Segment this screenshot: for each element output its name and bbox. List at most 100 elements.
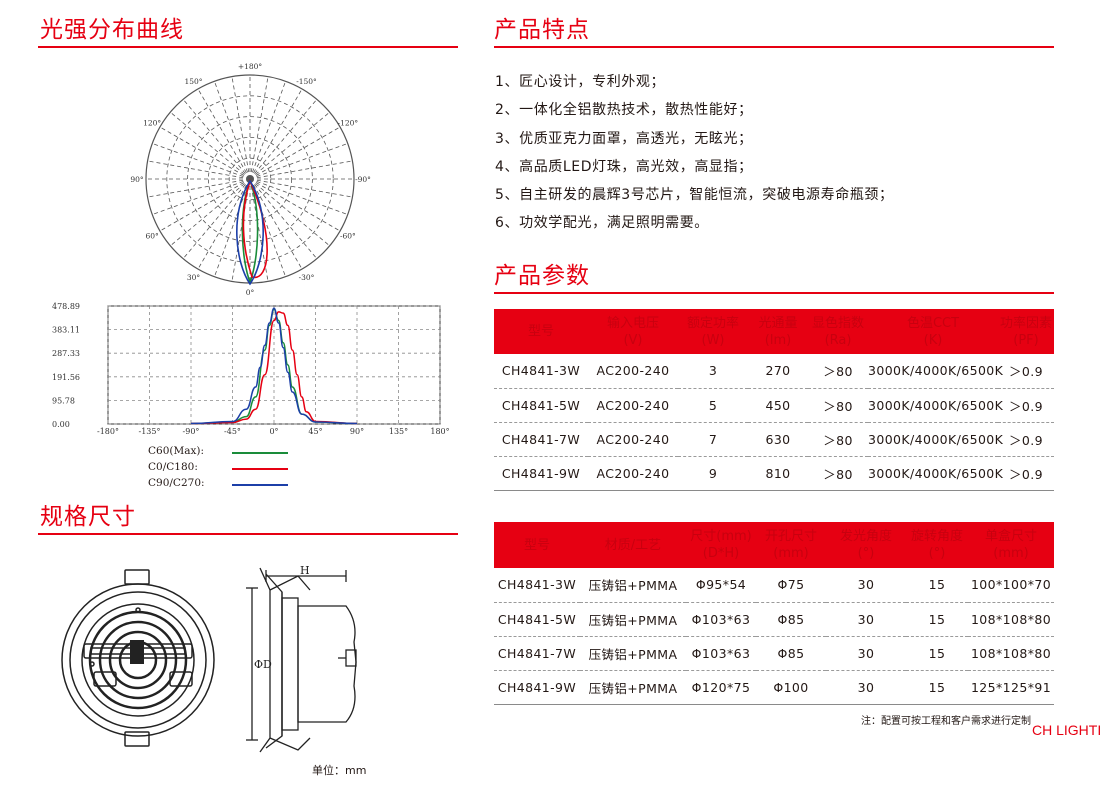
chart-y-tick-label: 383.11 <box>52 326 80 335</box>
polar-ring <box>187 116 313 242</box>
polar-spoke <box>197 178 251 270</box>
polar-spoke <box>231 178 251 282</box>
dims-header-text: 材质/工艺 <box>604 537 662 553</box>
dims-header-text: (D*H) <box>702 546 740 561</box>
feature-list: 1、匠心设计，专利外观； 2、一体化全铝散热技术，散热性能好； 3、优质亚克力面… <box>495 68 1085 238</box>
table-cell: AC200-240 <box>588 456 678 491</box>
table-cell: Φ103*63 <box>686 602 756 637</box>
table-cell: 100*100*70 <box>968 568 1054 603</box>
table-cell: 压铸铝+PMMA <box>580 636 686 671</box>
polar-ring <box>228 157 272 201</box>
polar-angle-label: -120° <box>338 119 359 128</box>
chart-series-line-1 <box>190 311 358 425</box>
polar-angle-label: -150° <box>296 77 317 86</box>
feature-item: 5、自主研发的晨辉3号芯片，智能恒流，突破电源寿命瓶颈； <box>495 187 894 204</box>
polar-spoke <box>159 126 251 180</box>
dims-header-text: 发光角度 <box>839 529 892 544</box>
dims-header-text: 尺寸(mm) <box>690 529 752 544</box>
table-cell: 810 <box>748 456 808 491</box>
customization-note: 注：配置可按工程和客户需求进行定制 <box>861 716 1031 727</box>
polar-spoke <box>170 178 251 247</box>
polar-spoke <box>249 81 286 180</box>
legend-swatch-c90 <box>232 484 288 486</box>
table-cell: 108*108*80 <box>968 602 1054 637</box>
dims-header-cell: 旋转角度 (°) <box>906 522 968 568</box>
params-header-text: 额定功率 <box>686 315 739 331</box>
outer-ring <box>61 583 215 737</box>
table-cell: CH4841-3W <box>494 568 580 603</box>
polar-spoke <box>249 126 341 180</box>
table-cell: ＞80 <box>808 422 868 457</box>
table-cell: ＞80 <box>808 354 868 389</box>
params-header-cell: 额定功率(W) <box>678 309 748 354</box>
feature-item: 3、优质亚克力面罩，高透光，无眩光； <box>495 130 753 147</box>
dims-header-text: (mm) <box>993 546 1029 561</box>
table-cell: 15 <box>906 670 968 705</box>
polar-spoke <box>159 178 251 232</box>
polar-spoke <box>152 178 251 215</box>
params-header-text: (K) <box>923 332 943 348</box>
params-header-text: (Ra) <box>824 332 852 348</box>
polar-ring <box>166 95 334 263</box>
table-cell: 15 <box>906 636 968 671</box>
table-cell: AC200-240 <box>588 354 678 389</box>
table-cell: 3000K/4000K/6500K <box>868 388 1003 423</box>
feature-item: 6、功效学配光，满足照明需要。 <box>495 215 709 232</box>
params-header-text: 光通量 <box>758 315 798 331</box>
params-table-header: 型号输入电压(V)额定功率(W)光通量(lm)显色指数(Ra)色温CCT(K)功… <box>494 309 1054 354</box>
table-cell: 压铸铝+PMMA <box>580 568 686 603</box>
params-header-text: 输入电压 <box>606 315 659 331</box>
section-title-dims: 规格尺寸 <box>40 504 136 530</box>
legend-label-c0: C0/C180: <box>148 461 198 473</box>
polar-spoke <box>182 99 251 180</box>
polar-spoke <box>249 143 348 180</box>
table-cell: Φ85 <box>756 602 826 637</box>
polar-angle-label: -90° <box>355 175 371 184</box>
params-header-text: 型号 <box>527 324 554 339</box>
chart-y-tick-label: 0.00 <box>52 420 70 429</box>
params-header-cell: 色温CCT(K) <box>868 309 998 354</box>
polar-angle-label: 120° <box>143 119 161 128</box>
table-cell: CH4841-7W <box>494 422 588 457</box>
dims-header-text: (mm) <box>773 546 809 561</box>
front-view-drawing <box>61 569 215 747</box>
table-cell: 30 <box>826 636 906 671</box>
polar-spoke <box>249 178 348 215</box>
table-cell: 30 <box>826 602 906 637</box>
chart-x-tick-label: 45° <box>308 427 322 436</box>
table-cell: Φ75 <box>756 568 826 603</box>
legend-label-c90: C90/C270: <box>148 477 205 489</box>
dims-header-cell: 发光角度 (°) <box>826 522 906 568</box>
polar-spoke <box>249 178 303 270</box>
dims-header-cell: 型号 <box>494 522 580 568</box>
dims-header-text: 型号 <box>523 537 550 553</box>
chart-x-tick-labels: -180°-135°-90°-45°0°45°90°135°180° <box>97 427 450 436</box>
dims-header-cell: 材质/工艺 <box>580 522 686 568</box>
polar-curves <box>236 178 268 286</box>
dims-header-text: (°) <box>928 546 946 561</box>
table-cell: CH4841-9W <box>494 670 580 705</box>
section-rule-features <box>494 46 1054 48</box>
dims-header-cell: 尺寸(mm) (D*H) <box>686 522 756 568</box>
polar-angle-label: 30° <box>187 273 201 282</box>
params-header-cell: 型号 <box>494 309 588 354</box>
polar-spoke <box>249 99 318 180</box>
dims-table: 型号材质/工艺尺寸(mm)(D*H)开孔尺寸(mm)发光角度(°)旋转角度(°)… <box>494 522 1054 705</box>
table-cell: 3000K/4000K/6500K <box>868 354 1003 389</box>
dims-header-text: 旋转角度 <box>910 529 963 544</box>
polar-spoke <box>170 111 251 180</box>
chart-x-tick-label: -90° <box>183 427 200 436</box>
polar-angle-label: -60° <box>340 232 356 241</box>
polar-spoke <box>249 178 330 247</box>
table-cell: AC200-240 <box>588 388 678 423</box>
table-cell: 450 <box>748 388 808 423</box>
dims-header-text: (°) <box>857 546 875 561</box>
legend-swatch-c60 <box>232 452 288 454</box>
spring-tab-bottom <box>124 731 150 747</box>
params-header-cell: 输入电压(V) <box>588 309 678 354</box>
chart-x-tick-label: 180° <box>430 427 449 436</box>
dims-table-header: 型号材质/工艺尺寸(mm)(D*H)开孔尺寸(mm)发光角度(°)旋转角度(°)… <box>494 522 1054 568</box>
legend-label-c60: C60(Max): <box>148 445 205 457</box>
